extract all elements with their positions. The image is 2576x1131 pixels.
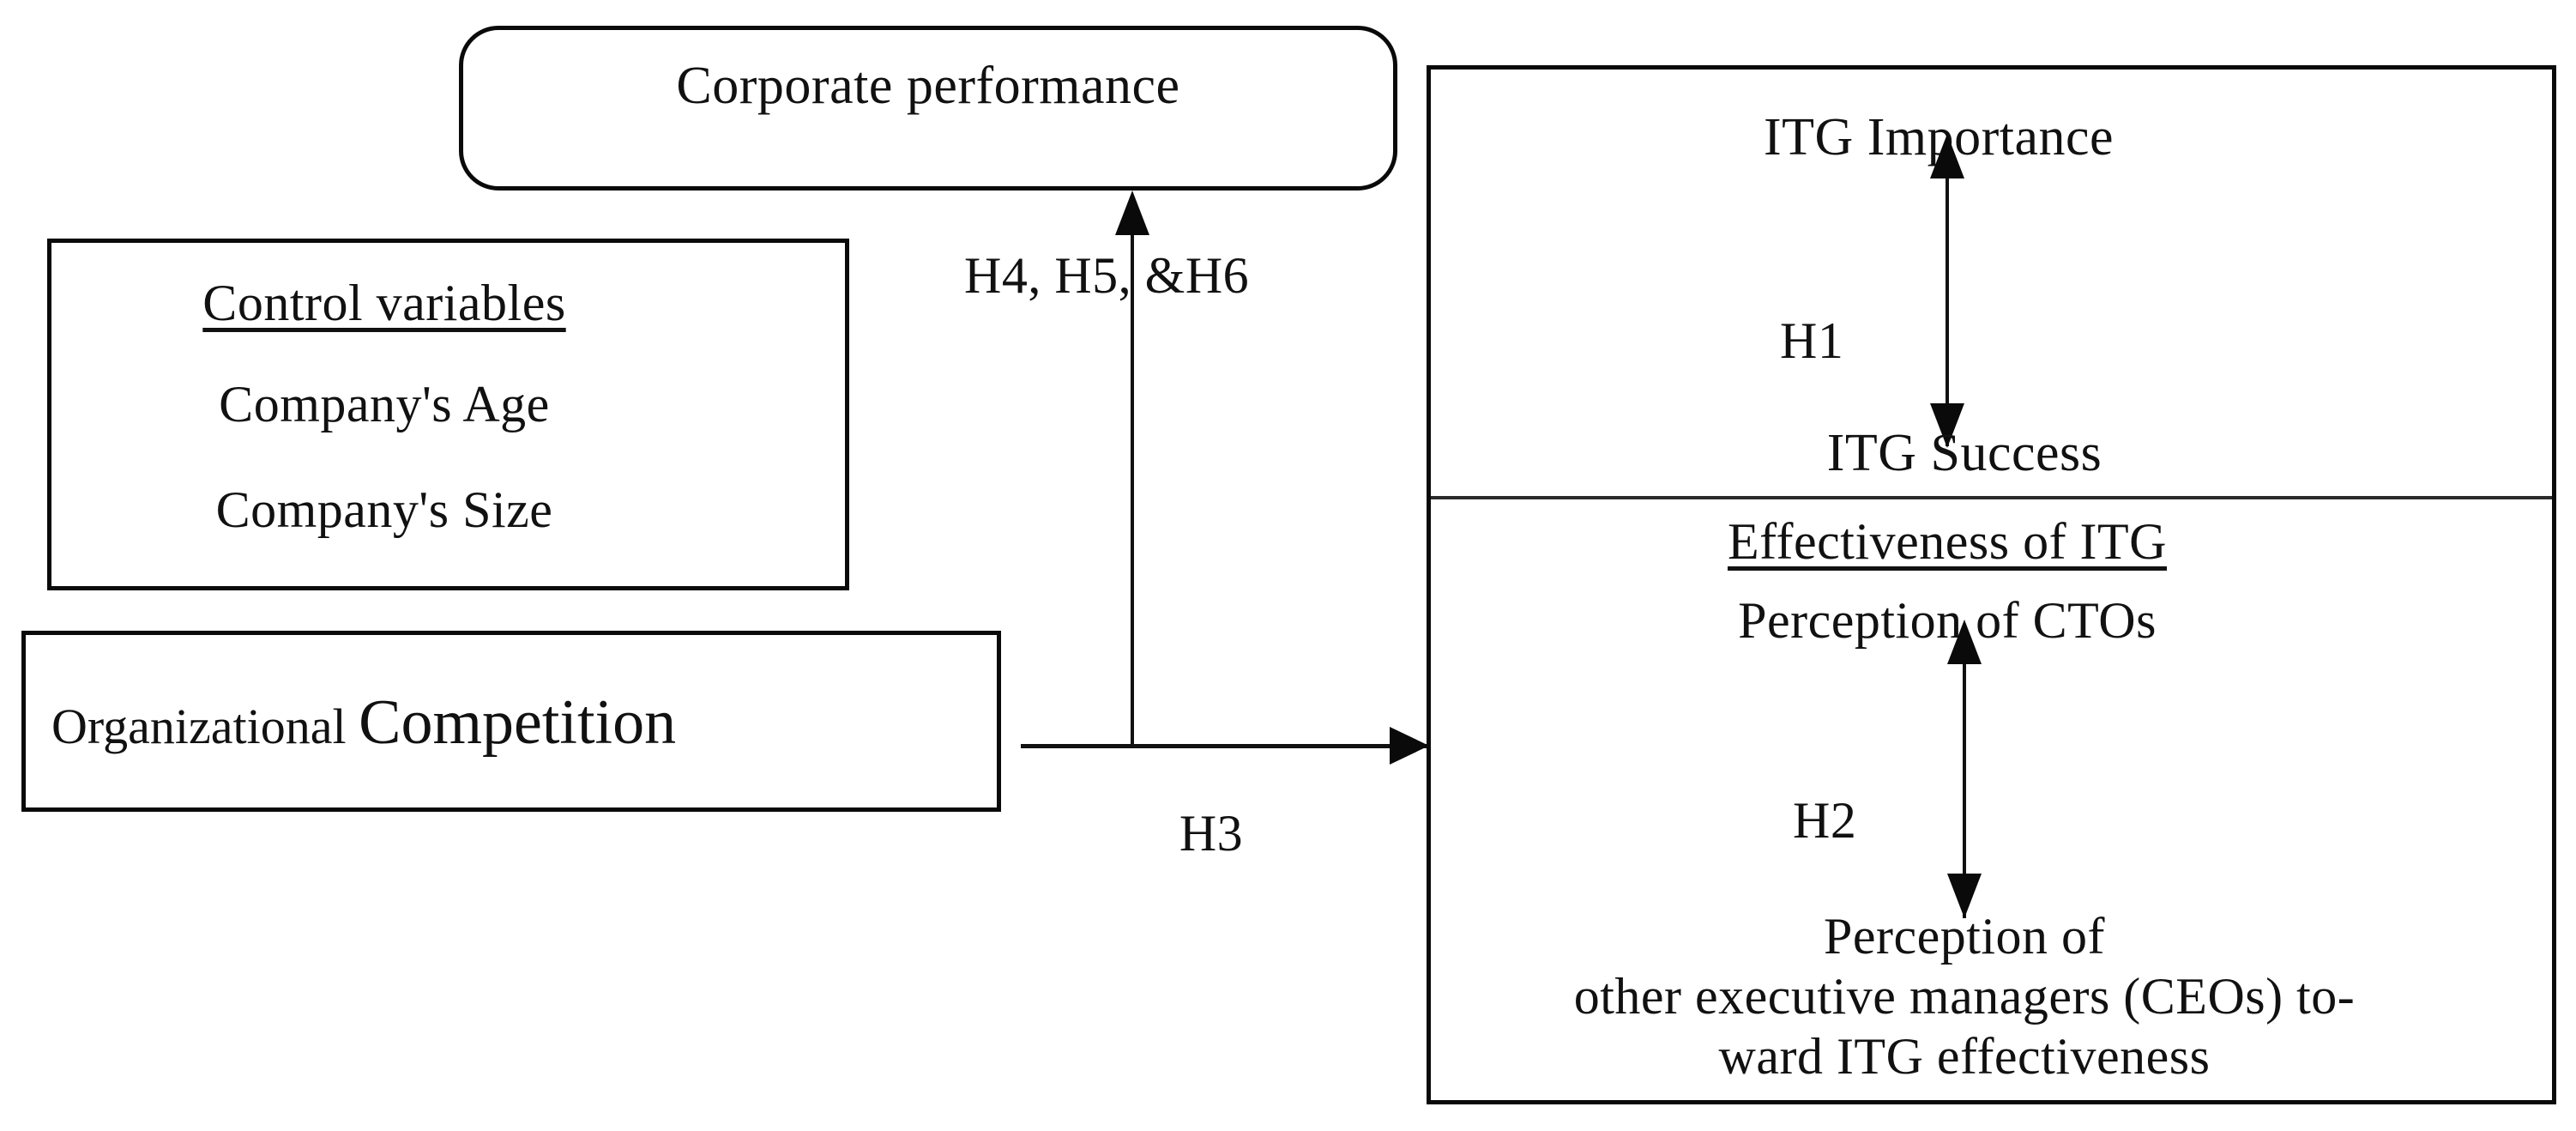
h1-arrow-head-up-icon [1930,134,1964,178]
corporate-performance-box[interactable] [459,26,1397,191]
h2-arrow-head-up-icon [1947,620,1982,664]
perception-of-ceos-line1: Perception of [1823,908,2106,965]
right-panel-divider [1431,496,2552,499]
h3-connector-label: H3 [1179,805,1244,862]
corporate-performance-label: Corporate performance [676,57,1180,115]
perception-of-ctos-label: Perception of CTOs [1738,592,2157,649]
control-variables-box[interactable] [47,239,849,590]
h1-connector-label: H1 [1780,312,1844,369]
control-variable-company-age: Company's Age [219,376,550,432]
h1-arrow-head-down-icon [1930,403,1964,448]
organizational-competition-label: Organizational Competition [51,686,676,759]
control-variables-heading: Control variables [202,275,566,331]
organizational-competition-label-part1: Organizational [51,699,347,754]
h2-connector-label: H2 [1793,792,1857,849]
h3-connector-line [1021,744,1434,748]
h2-arrow-head-down-icon [1947,874,1982,918]
h456-arrow-head-up-icon [1115,191,1149,235]
h456-connector-label: H4, H5, &H6 [964,247,1250,304]
organizational-competition-box[interactable] [21,631,1001,812]
h456-connector-line [1131,225,1134,747]
perception-of-ceos-line3: ward ITG effectiveness [1718,1028,2211,1085]
h2-connector-line [1963,652,1966,918]
itg-success-label: ITG Success [1826,424,2102,482]
h1-connector-line [1946,172,1949,446]
control-variable-company-size: Company's Size [215,481,553,538]
effectiveness-of-itg-heading: Effectiveness of ITG [1727,513,2168,570]
perception-of-ceos-line2: other executive managers (CEOs) to- [1573,968,2356,1025]
organizational-competition-label-part2: Competition [359,687,677,758]
right-panel-box[interactable] [1427,65,2556,1104]
h3-arrow-head-right-icon [1390,727,1429,765]
